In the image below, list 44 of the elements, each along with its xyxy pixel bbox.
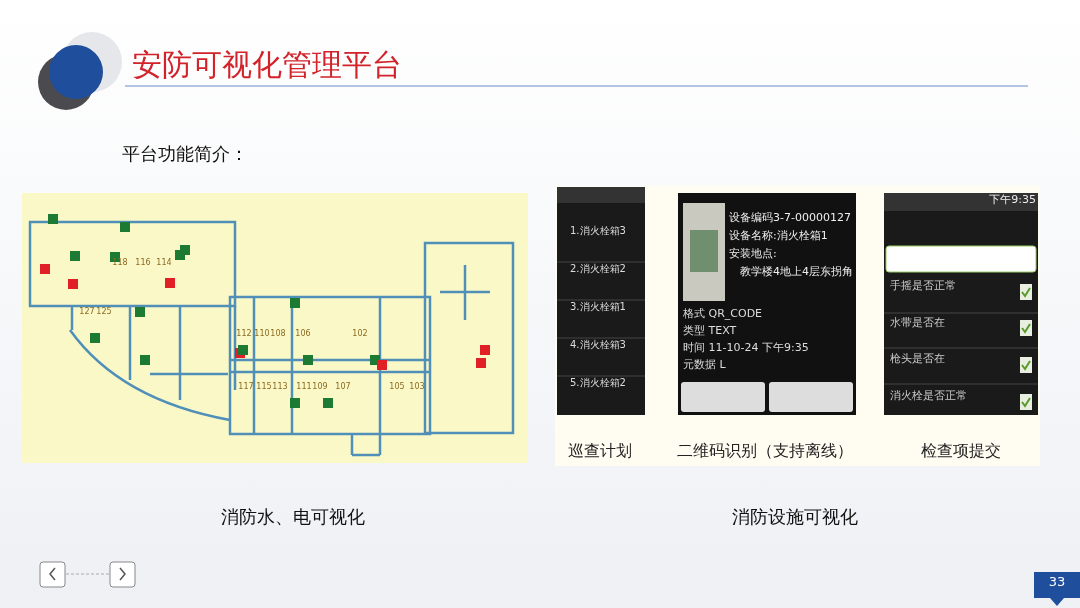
room-number: 109 [312, 382, 328, 392]
subheading: 平台功能简介： [122, 144, 248, 165]
scan-info-text: 元数据 L [683, 359, 726, 372]
scan-info-text: 类型 TEXT [683, 325, 737, 338]
panel-caption: 消防水、电可视化 [221, 507, 365, 528]
list-item: 1.消火栓箱3 [570, 225, 626, 237]
room-number: 108 [270, 329, 286, 339]
list-item: 2.消火栓箱2 [570, 263, 626, 275]
device-info-text: 安装地点: [729, 248, 777, 261]
room-number: 106 [295, 329, 311, 339]
screenshot-caption: 检查项提交 [921, 442, 1001, 461]
slide-title: 安防可视化管理平台 [132, 48, 402, 83]
room-number: 116 [135, 258, 151, 268]
screenshot-caption: 巡查计划 [568, 442, 632, 461]
list-item: 5.消火栓箱2 [570, 377, 626, 389]
checklist-item: 水带是否在 [890, 316, 945, 330]
scan-info-text: 时间 11-10-24 下午9:35 [683, 342, 809, 355]
room-number: 127 [79, 307, 95, 317]
room-number: 112 [236, 329, 252, 339]
room-number: 107 [335, 382, 351, 392]
room-number: 102 [352, 329, 368, 339]
scan-info-text: 格式 QR_CODE [683, 308, 763, 321]
room-number: 105 [389, 382, 405, 392]
room-number: 114 [156, 258, 172, 268]
room-number: 117 [238, 382, 254, 392]
room-number: 110 [254, 329, 270, 339]
checklist-item: 手摇是否正常 [890, 280, 956, 293]
room-number: 125 [96, 307, 112, 317]
room-number: 113 [272, 382, 288, 392]
panel-caption: 消防设施可视化 [732, 507, 858, 528]
device-info-text: 设备编码3-7-00000127 [729, 212, 851, 225]
screenshot-caption: 二维码识别（支持离线） [677, 442, 853, 461]
checklist-item: 枪头是否在 [890, 353, 945, 366]
room-number: 115 [256, 382, 272, 392]
room-number: 103 [409, 382, 425, 392]
page-number: 33 [1048, 575, 1066, 590]
status-bar-time: 下午9:35 [989, 194, 1036, 207]
device-info-text: 教学楼4地上4层东拐角 [739, 266, 853, 279]
device-info-text: 设备名称:消火栓箱1 [729, 230, 828, 243]
room-number: 118 [112, 258, 128, 268]
room-number: 111 [296, 382, 312, 392]
checklist-item: 消火栓是否正常 [890, 389, 967, 403]
list-item: 4.消火栓箱3 [570, 339, 626, 351]
list-item: 3.消火栓箱1 [570, 301, 626, 313]
